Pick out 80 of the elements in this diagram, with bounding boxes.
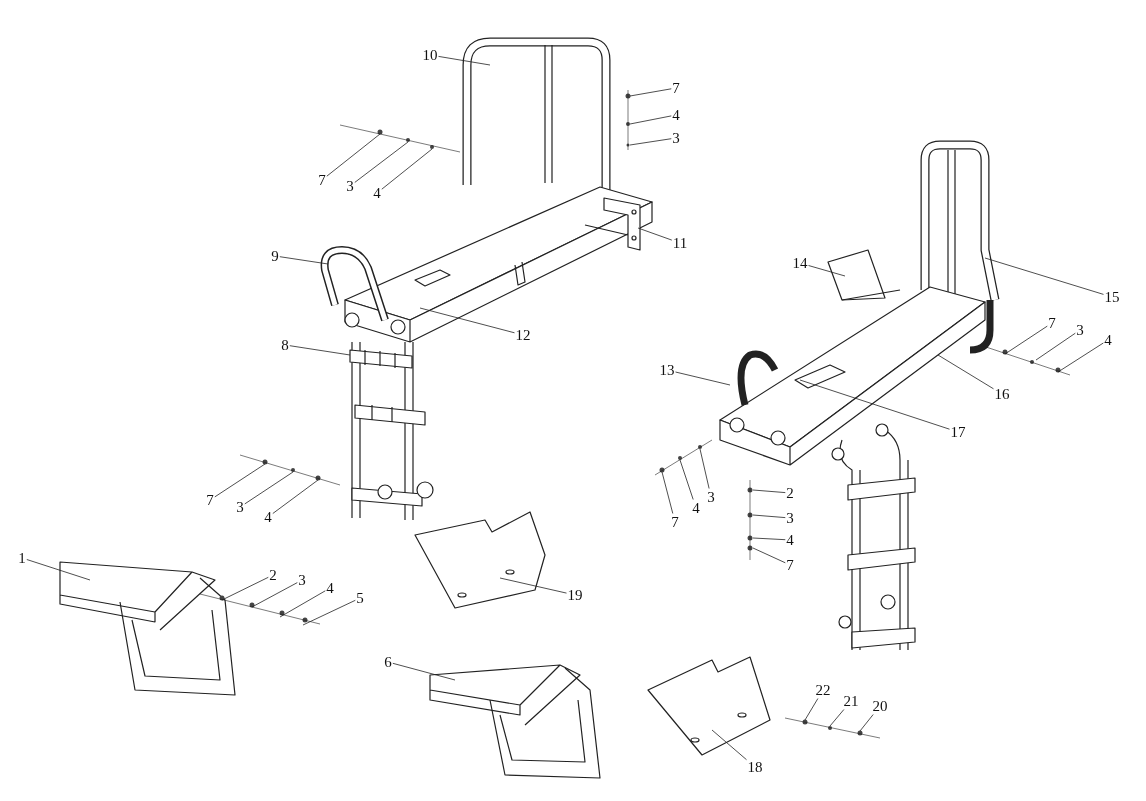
callout-number: 22 — [814, 681, 832, 699]
leader-line — [289, 345, 351, 356]
callout-number: 17 — [949, 423, 967, 441]
leader-line — [419, 307, 515, 334]
callout-number: 2 — [268, 566, 278, 584]
leader-line — [799, 379, 950, 430]
leader-line — [859, 714, 874, 732]
callout-number: 20 — [871, 697, 889, 715]
leader-line — [381, 148, 433, 190]
leader-line — [629, 115, 672, 125]
callout-number: 4 — [372, 184, 382, 202]
callout-number: 7 — [205, 491, 215, 509]
leader-line — [679, 459, 694, 500]
callout-number: 16 — [993, 385, 1011, 403]
leader-line — [629, 88, 672, 97]
callout-number: 7 — [1047, 314, 1057, 332]
leader-line — [699, 448, 710, 489]
leader-line — [804, 698, 819, 721]
leader-line — [1057, 342, 1104, 373]
leader-line — [829, 709, 845, 727]
callout-number: 4 — [325, 579, 335, 597]
callout-number: 7 — [671, 79, 681, 97]
leader-line — [629, 138, 672, 146]
leader-line — [1035, 332, 1076, 361]
callout-number: 18 — [746, 758, 764, 776]
callout-number: 3 — [671, 129, 681, 147]
leader-line — [26, 559, 91, 581]
callout-number: 9 — [270, 247, 280, 265]
callout-number: 6 — [383, 653, 393, 671]
leader-line — [279, 256, 329, 265]
callout-number: 13 — [658, 361, 676, 379]
leader-line — [808, 265, 846, 277]
callout-number: 3 — [297, 571, 307, 589]
leader-line — [752, 537, 786, 541]
leader-line — [1004, 325, 1048, 355]
callout-number: 3 — [785, 509, 795, 527]
callout-number: 4 — [691, 499, 701, 517]
leader-line — [937, 354, 994, 390]
callout-number: 4 — [263, 508, 273, 526]
callout-number: 21 — [842, 692, 860, 710]
leader-line — [214, 463, 266, 498]
leader-line — [675, 371, 731, 386]
leader-line — [752, 514, 786, 518]
callout-number: 2 — [785, 484, 795, 502]
leader-line — [438, 56, 491, 66]
callout-number: 15 — [1103, 288, 1121, 306]
leader-line — [711, 729, 747, 761]
callout-number: 4 — [1103, 331, 1113, 349]
leader-line — [499, 577, 567, 594]
callout-number: 7 — [785, 556, 795, 574]
leader-line — [752, 547, 786, 564]
callout-number: 19 — [566, 586, 584, 604]
callout-number: 1 — [17, 549, 27, 567]
leader-line — [244, 471, 294, 505]
callout-number: 7 — [317, 171, 327, 189]
leader-line — [354, 141, 409, 183]
callout-number: 3 — [235, 498, 245, 516]
callout-number: 3 — [706, 488, 716, 506]
leader-line — [272, 479, 319, 514]
leader-line — [392, 662, 456, 681]
leader-line — [661, 471, 674, 514]
callout-number: 12 — [514, 326, 532, 344]
callout-number: 4 — [671, 106, 681, 124]
callout-number: 3 — [1075, 321, 1085, 339]
leader-line — [752, 489, 786, 493]
callout-number: 8 — [280, 336, 290, 354]
callout-number: 5 — [355, 589, 365, 607]
leader-line — [984, 257, 1104, 295]
callout-number: 7 — [670, 513, 680, 531]
callout-number: 14 — [791, 254, 809, 272]
leader-line — [637, 227, 673, 241]
leader-line — [221, 576, 269, 601]
callout-number: 3 — [345, 177, 355, 195]
callout-number: 11 — [671, 234, 689, 252]
leader-line — [251, 582, 298, 608]
leader-line — [302, 599, 356, 626]
callout-number: 4 — [785, 531, 795, 549]
leader-line — [326, 133, 381, 177]
leader-line — [279, 590, 326, 618]
callout-number: 10 — [421, 46, 439, 64]
